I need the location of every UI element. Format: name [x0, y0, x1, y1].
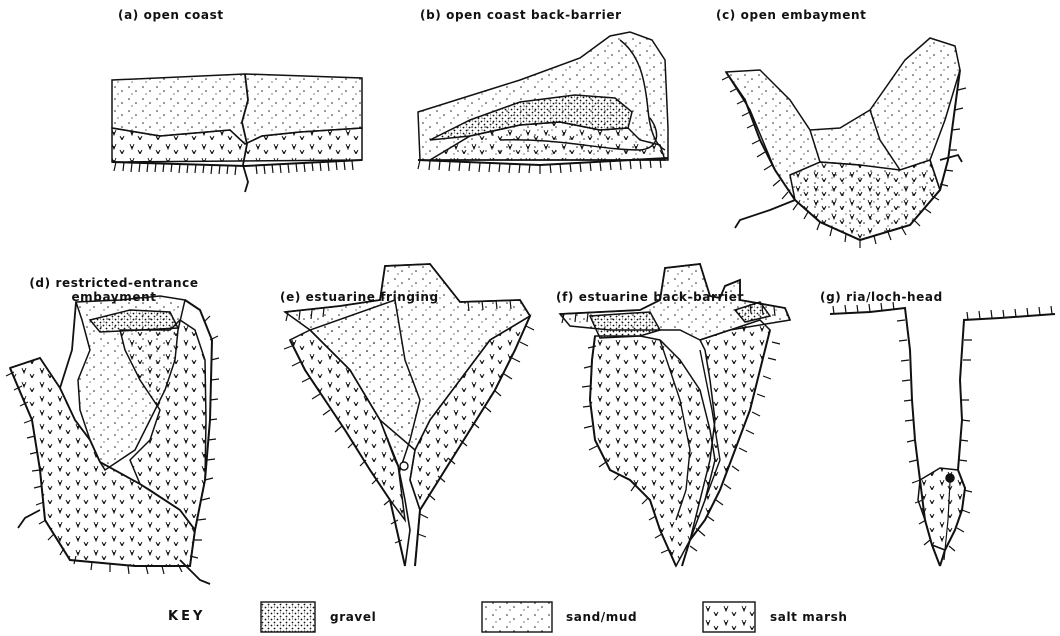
panel-g-ria-loch-head [830, 308, 1055, 566]
panel-d-label-line1: (d) restricted-entrance [4, 276, 224, 290]
panel-f-estuarine-back-barrier [560, 264, 790, 566]
panel-b-label: (b) open coast back-barrier [420, 8, 622, 22]
key-swatch-sand-mud [482, 602, 552, 632]
panel-e-estuarine-fringing [285, 264, 530, 566]
panel-b-open-coast-back-barrier [418, 32, 668, 165]
panel-g-label: (g) ria/loch-head [820, 290, 943, 304]
key-label-salt-marsh: salt marsh [770, 610, 847, 624]
key-title: KEY [168, 609, 205, 624]
panel-c-label: (c) open embayment [716, 8, 866, 22]
key-label-sand-mud: sand/mud [566, 610, 637, 624]
panel-d-label-line2: embayment [4, 290, 224, 304]
panel-f-label: (f) estuarine back-barrier [556, 290, 744, 304]
panel-a-label: (a) open coast [118, 8, 224, 22]
key-swatch-salt-marsh [703, 602, 755, 632]
key-swatch-gravel [261, 602, 315, 632]
panel-a-open-coast [112, 74, 362, 192]
panel-d-label: (d) restricted-entrance embayment [4, 276, 224, 304]
key-label-gravel: gravel [330, 610, 376, 624]
panel-d-restricted-entrance-embayment [10, 296, 212, 584]
panel-e-label: (e) estuarine fringing [280, 290, 439, 304]
